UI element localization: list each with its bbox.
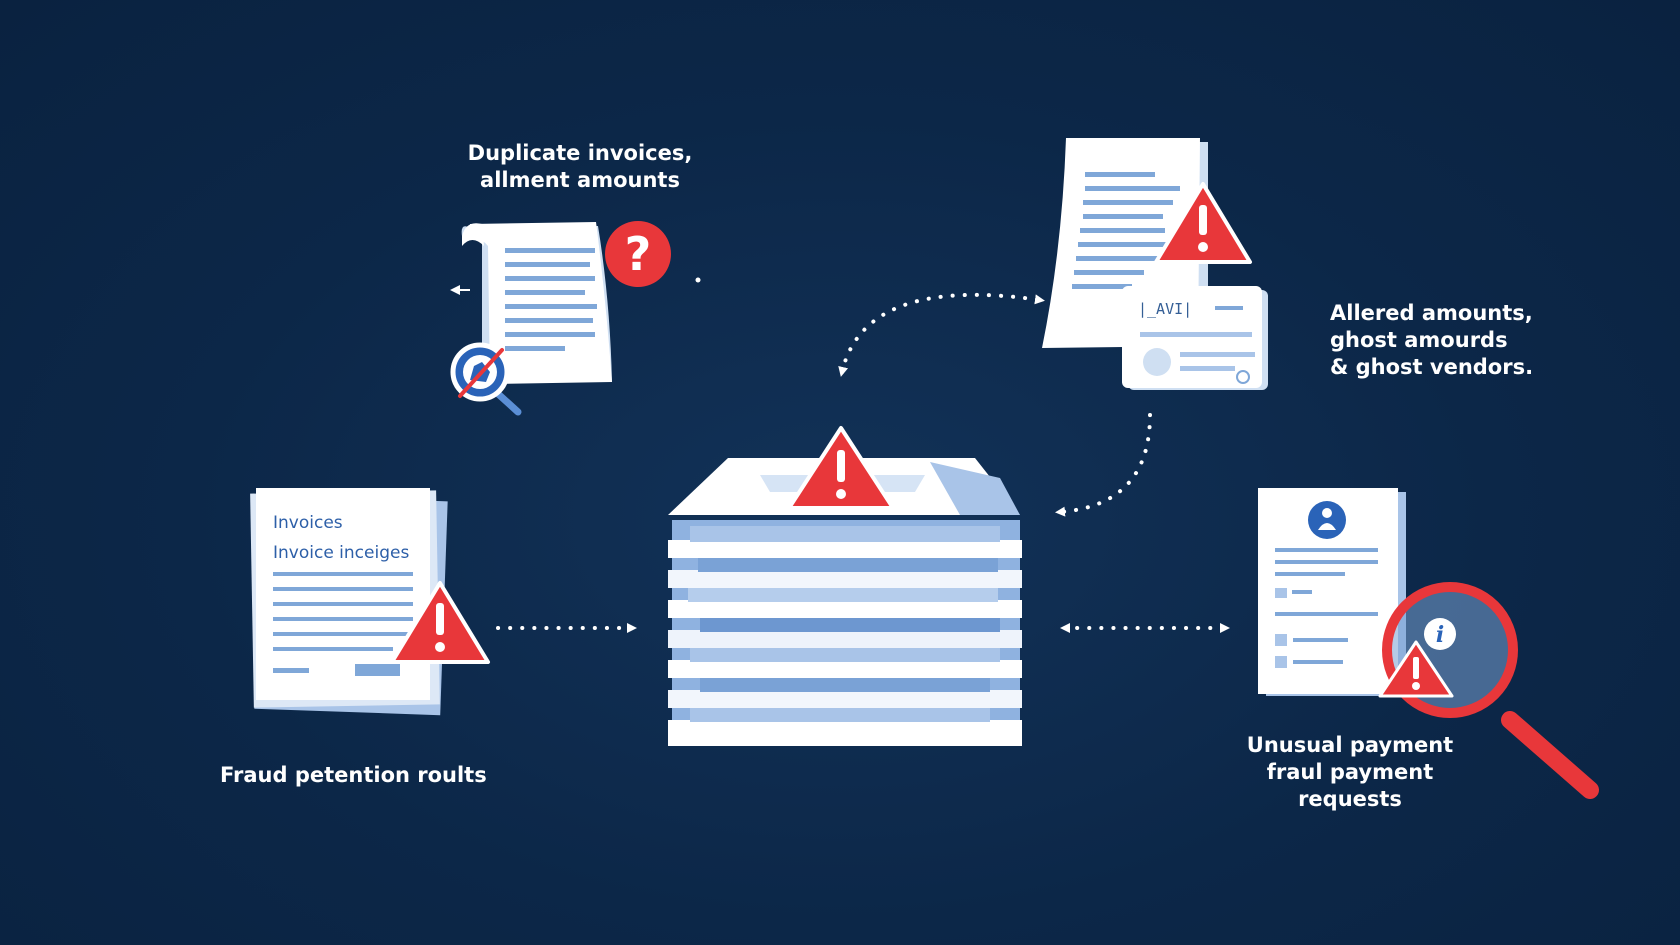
- caption-line: ghost amourds: [1330, 328, 1508, 352]
- caption-line: Allered amounts,: [1330, 301, 1533, 325]
- info-icon: i: [1424, 618, 1456, 650]
- svg-text:?: ?: [625, 227, 652, 281]
- vendor-card-code: |_AVI|: [1138, 300, 1193, 318]
- user-avatar-icon: [1308, 501, 1346, 539]
- warning-triangle-icon: [390, 581, 490, 664]
- caption-line: fraul payment: [1266, 760, 1434, 784]
- vendor-id-card: [1122, 286, 1268, 390]
- caption-unusual-payment: Unusual payment fraul payment requests: [1220, 732, 1480, 813]
- warning-triangle-icon: [1378, 640, 1454, 698]
- warning-triangle-icon: [1154, 182, 1252, 264]
- invoice-document: [250, 488, 448, 716]
- connector-arrows: [496, 292, 1230, 633]
- question-mark-icon: ?: [605, 221, 671, 287]
- invoice-doc-title: Invoices: [273, 513, 343, 533]
- invoice-doc-subtitle: Invoice inceiges: [273, 543, 410, 563]
- caption-line: Unusual payment: [1246, 733, 1454, 757]
- caption-fraud-results: Fraud petention roults: [220, 762, 487, 789]
- central-document-stack: [668, 426, 1022, 746]
- caption-line: allment amounts: [480, 168, 680, 192]
- caption-duplicate-invoices: Duplicate invoices, allment amounts: [440, 140, 720, 194]
- stack-layer: [668, 526, 1022, 746]
- arrow-stack-altered: [838, 292, 1045, 377]
- magnifying-glass-icon: [450, 342, 522, 416]
- svg-text:i: i: [1436, 622, 1444, 648]
- arrow-card-to-stack: [1055, 413, 1152, 517]
- duplicate-invoice-scroll: [461, 222, 612, 384]
- payment-request-document: [1258, 488, 1406, 696]
- caption-line: Fraud petention roults: [220, 763, 487, 787]
- caption-altered-amounts: Allered amounts, ghost amourds & ghost v…: [1330, 300, 1533, 381]
- caption-line: requests: [1298, 787, 1402, 811]
- caption-line: & ghost vendors.: [1330, 355, 1534, 379]
- caption-line: Duplicate invoices,: [467, 141, 693, 165]
- warning-triangle-icon: [787, 426, 895, 510]
